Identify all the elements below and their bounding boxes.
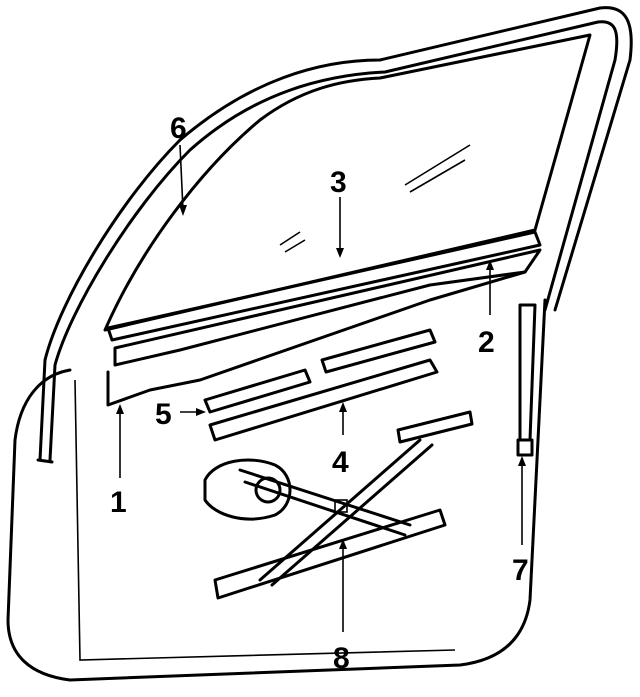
belt-weatherstrip-inner (113, 248, 542, 367)
belt-weatherstrip-outer (106, 230, 542, 342)
callout-7: 7 (512, 554, 529, 587)
door-inner-edge (74, 379, 456, 661)
callout-1: 1 (110, 486, 127, 519)
door-glass (103, 33, 592, 332)
glass-reflection (279, 144, 471, 253)
regulator-pivot (334, 499, 348, 513)
glass-channel-lower (208, 358, 439, 442)
callout-6: 6 (170, 112, 187, 145)
motor-gear (254, 476, 282, 504)
callout-8: 8 (333, 642, 350, 675)
regulator-motor (203, 458, 292, 521)
callout-4: 4 (332, 446, 349, 479)
rear-lower-channel (518, 303, 537, 442)
callout-5: 5 (155, 398, 172, 431)
leader-lines (116, 144, 526, 632)
window-frame-weatherstrip (38, 6, 633, 462)
glass-channel-upper (203, 328, 437, 414)
regulator-bottom-rail (213, 508, 447, 600)
door-shell (6, 298, 547, 682)
door-inner-panel (106, 270, 527, 407)
window-frame-inner (48, 20, 619, 462)
callout-2: 2 (478, 326, 495, 359)
rear-channel-bracket (516, 438, 534, 457)
frame-bottom-end (36, 458, 54, 464)
callout-3: 3 (330, 166, 347, 199)
regulator-top-rail (396, 410, 474, 444)
